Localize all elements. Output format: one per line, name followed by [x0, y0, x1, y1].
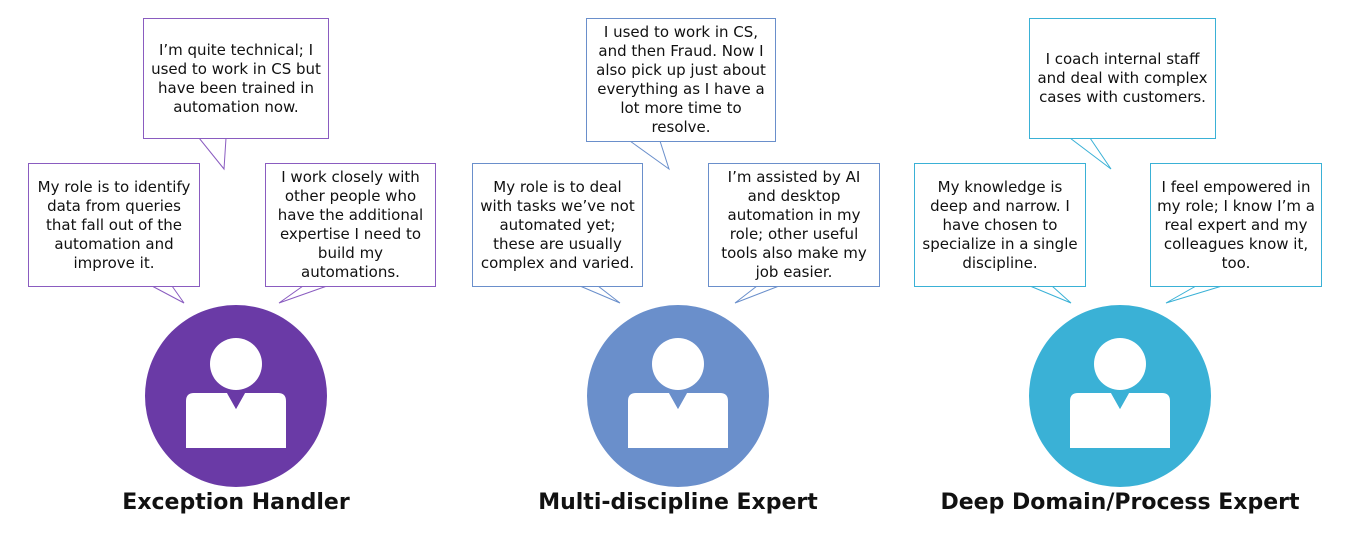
quote-bubble-top: I coach internal staff and deal with com…: [1029, 18, 1216, 139]
avatar: [587, 305, 769, 487]
quote-text: My role is to identify data from queries…: [37, 177, 191, 272]
avatar: [1029, 305, 1211, 487]
quote-bubble-top: I used to work in CS, and then Fraud. No…: [586, 18, 776, 142]
quote-bubble-top: I’m quite technical; I used to work in C…: [143, 18, 329, 139]
persona-title: Deep Domain/Process Expert: [940, 490, 1300, 515]
person-icon: [587, 305, 769, 487]
quote-text: I used to work in CS, and then Fraud. No…: [596, 23, 766, 136]
quote-bubble-right: I feel empowered in my role; I know I’m …: [1150, 163, 1322, 287]
quote-text: I work closely with other people who hav…: [277, 168, 424, 281]
persona-title: Exception Handler: [122, 490, 350, 515]
quote-bubble-left: My role is to identify data from queries…: [28, 163, 200, 287]
quote-text: I coach internal staff and deal with com…: [1037, 50, 1208, 106]
avatar: [145, 305, 327, 487]
quote-bubble-left: My role is to deal with tasks we’ve not …: [472, 163, 643, 287]
quote-text: I feel empowered in my role; I know I’m …: [1157, 177, 1315, 272]
person-icon: [145, 305, 327, 487]
persona-title: Multi-discipline Expert: [538, 490, 818, 515]
person-icon: [1029, 305, 1211, 487]
quote-bubble-right: I work closely with other people who hav…: [265, 163, 436, 287]
quote-text: I’m quite technical; I used to work in C…: [151, 40, 321, 116]
quote-text: My knowledge is deep and narrow. I have …: [922, 177, 1078, 272]
quote-text: My role is to deal with tasks we’ve not …: [480, 177, 635, 272]
quote-bubble-right: I’m assisted by AI and desktop automatio…: [708, 163, 880, 287]
quote-bubble-left: My knowledge is deep and narrow. I have …: [914, 163, 1086, 287]
quote-text: I’m assisted by AI and desktop automatio…: [721, 168, 867, 281]
